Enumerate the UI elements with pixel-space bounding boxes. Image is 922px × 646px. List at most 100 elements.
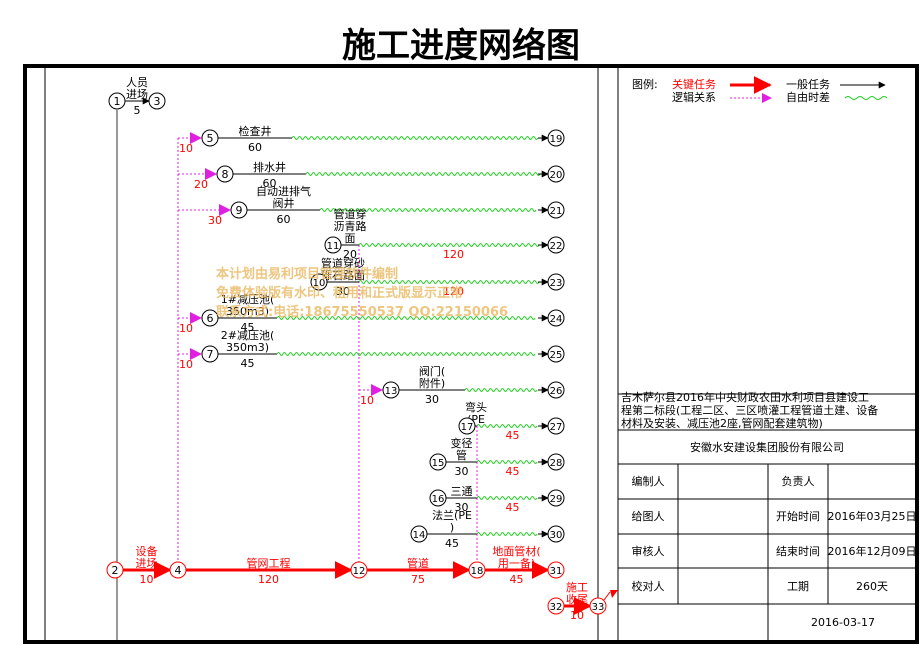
task-name: 砾石路面 [321, 269, 365, 282]
legend-general-label: 一般任务 [786, 78, 830, 91]
task-duration: 45 [241, 321, 255, 334]
node-label: 16 [432, 494, 445, 505]
node-circle [547, 345, 565, 363]
node-circle [468, 561, 486, 579]
event-node: 15 [429, 453, 447, 471]
end-value: 2016年12月09日 [828, 544, 917, 558]
float-duration: 120 [443, 248, 464, 261]
node-label: 13 [385, 386, 398, 397]
event-node: 25 [547, 345, 565, 363]
task-name: 进场 [126, 87, 148, 101]
event-node: 12 [350, 561, 368, 579]
node-label: 15 [432, 458, 445, 469]
compiled-by-label: 编制人 [632, 474, 665, 488]
event-node: 11 [324, 236, 342, 254]
task-name: 地面管材( [492, 544, 540, 558]
node-circle [410, 525, 428, 543]
node-label: 11 [327, 241, 340, 252]
legend-logic-arrow [762, 93, 772, 103]
node-circle [201, 309, 219, 327]
task-name: 管道穿砂 [321, 256, 365, 270]
logic-arrow [190, 132, 202, 144]
node-label: 8 [222, 168, 229, 181]
task-name: 1#减压池( [221, 293, 275, 306]
float-duration: 45 [506, 465, 520, 478]
float-wave [476, 496, 538, 500]
node-circle [547, 201, 565, 219]
task-duration: 60 [263, 177, 277, 190]
event-node: 32 [547, 597, 565, 615]
task-duration: 30 [425, 393, 439, 406]
event-node: 23 [547, 273, 565, 291]
event-node: 20 [547, 165, 565, 183]
project-name: 吉木萨尔县2016年中央财政农田水利项目县建设工程第二标段(工程二区、三区喷灌工… [621, 390, 878, 430]
lag-label: 10 [360, 394, 374, 407]
task-duration: 30 [336, 285, 350, 298]
node-circle [547, 381, 565, 399]
task-name: 三通 [451, 485, 473, 498]
event-node: 19 [547, 129, 565, 147]
responsible-label: 负责人 [782, 474, 815, 488]
float-duration: 45 [506, 429, 520, 442]
node-circle [547, 273, 565, 291]
task-name: 管道穿 [334, 207, 367, 221]
event-node: 21 [547, 201, 565, 219]
event-node: 5 [201, 129, 219, 147]
task-5-19: 检查井 60 [218, 124, 549, 154]
logic-arrow [219, 204, 231, 216]
event-node: 1 [108, 92, 126, 110]
node-label: 4 [175, 564, 182, 577]
logic-arrow [371, 384, 383, 396]
node-circle [429, 453, 447, 471]
node-label: 17 [461, 422, 474, 433]
node-circle [547, 453, 565, 471]
lag-label: 10 [179, 358, 193, 371]
float-wave [276, 316, 536, 320]
event-node: 6 [201, 309, 219, 327]
node-label: 32 [550, 602, 563, 613]
event-node: 14 [410, 525, 428, 543]
node-circle [230, 201, 248, 219]
legend: 图例: 关键任务 一般任务 逻辑关系 自由时差 [632, 76, 888, 104]
task-duration: 120 [258, 573, 279, 586]
lag-label: 20 [194, 178, 208, 191]
float-wave [305, 172, 541, 176]
task-name: 沥青路 [334, 220, 367, 233]
task-name: 附件) [419, 376, 445, 390]
event-node: 7 [201, 345, 219, 363]
node-circle [106, 561, 124, 579]
task-18-31: 地面管材(用一备)45 [485, 544, 550, 586]
node-circle [324, 236, 342, 254]
event-node: 8 [216, 165, 234, 183]
node-circle [547, 525, 565, 543]
float-wave [476, 532, 538, 536]
node-circle [350, 561, 368, 579]
period-label: 工期 [787, 580, 809, 593]
task-duration: 75 [411, 573, 425, 586]
event-node: 28 [547, 453, 565, 471]
logic-arrow [190, 312, 202, 324]
start-label: 开始时间 [776, 509, 820, 523]
task-name: 人员 [126, 76, 148, 89]
event-node: 3 [148, 92, 166, 110]
node-label: 9 [236, 204, 243, 217]
node-label: 24 [550, 314, 563, 325]
task-name: 收尾 [566, 592, 588, 606]
task-duration: 60 [248, 141, 262, 154]
period-value: 260天 [856, 580, 888, 593]
task-name: 阀井 [273, 196, 295, 210]
node-circle [547, 165, 565, 183]
task-6-24: 1#减压池(350m3)45 [218, 293, 549, 334]
task-name: 检查井 [239, 124, 272, 138]
task-14-30: 法兰(PE)45 [427, 508, 549, 550]
node-label: 1 [114, 95, 121, 108]
task-name: 施工 [566, 581, 588, 594]
